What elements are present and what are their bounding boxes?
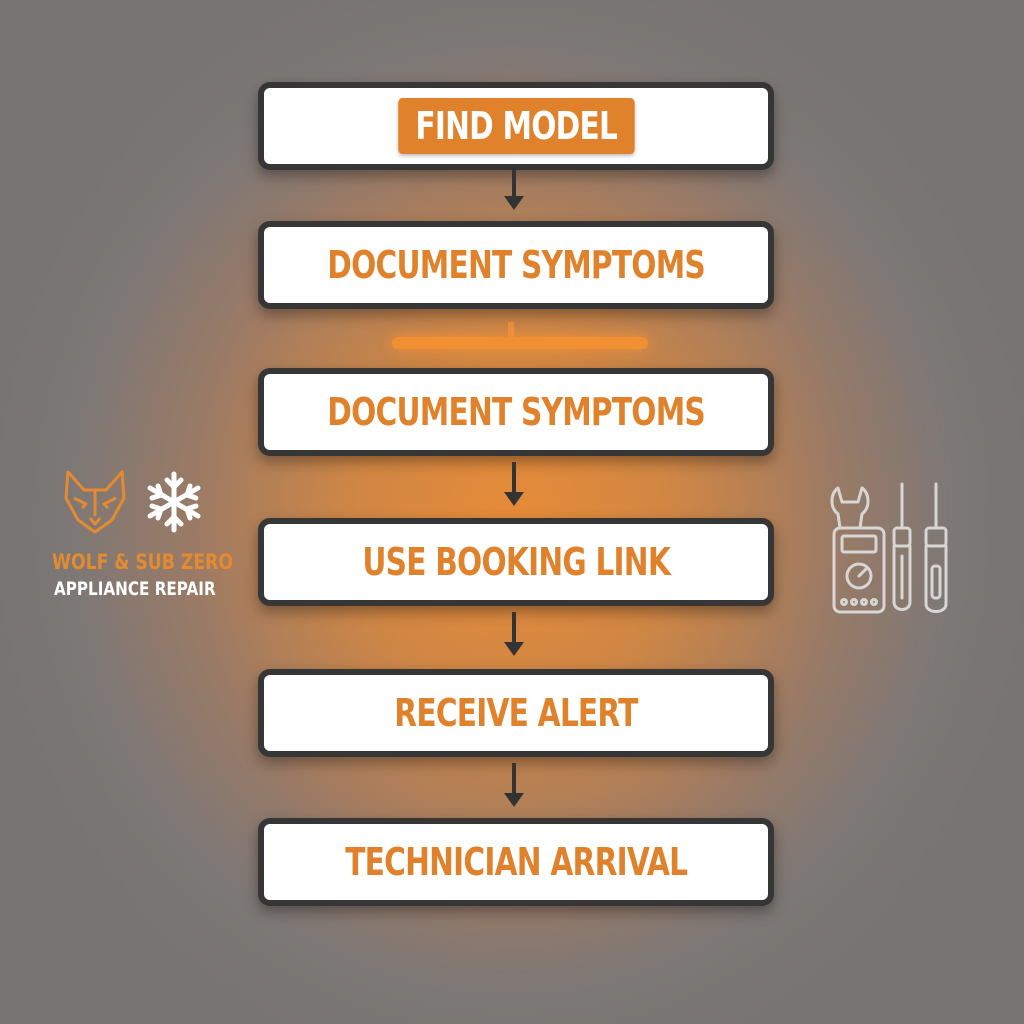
multimeter-icon <box>830 486 886 614</box>
step-label: RECEIVE ALERT <box>394 691 638 735</box>
arrow-connector <box>502 168 526 214</box>
step-label: TECHNICIAN ARRIVAL <box>344 840 688 884</box>
step-label: DOCUMENT SYMPTOMS <box>327 243 706 287</box>
step-find-model: FIND MODEL <box>258 82 774 170</box>
screwdriver-icon <box>892 482 912 611</box>
connector-bar <box>392 337 648 349</box>
arrow-connector <box>502 462 526 510</box>
step-technician-arrival: TECHNICIAN ARRIVAL <box>258 818 774 906</box>
tools-illustration <box>826 480 958 616</box>
step-document-symptoms-1: DOCUMENT SYMPTOMS <box>258 221 774 309</box>
arrow-connector <box>502 763 526 811</box>
logo-subtitle: APPLIANCE REPAIR <box>54 578 216 600</box>
screwdriver-icon <box>924 482 948 613</box>
arrow-connector <box>502 612 526 660</box>
snowflake-icon <box>147 471 201 533</box>
brand-logo: WOLF & SUB ZERO APPLIANCE REPAIR <box>34 468 234 608</box>
step-use-booking-link: USE BOOKING LINK <box>258 518 774 606</box>
logo-icons <box>62 468 242 538</box>
step-label: DOCUMENT SYMPTOMS <box>327 390 706 434</box>
step-document-symptoms-2: DOCUMENT SYMPTOMS <box>258 368 774 456</box>
step-label: USE BOOKING LINK <box>362 540 670 584</box>
logo-title: WOLF & SUB ZERO <box>52 550 234 574</box>
connector-stub <box>508 322 514 338</box>
wolf-icon <box>64 470 126 534</box>
step-receive-alert: RECEIVE ALERT <box>258 669 774 757</box>
step-label: FIND MODEL <box>398 98 634 154</box>
